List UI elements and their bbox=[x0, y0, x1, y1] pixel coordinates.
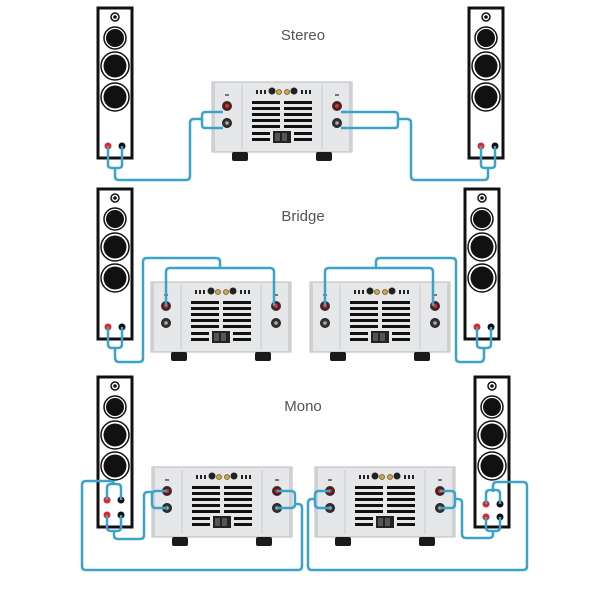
amplifier-icon bbox=[151, 466, 293, 547]
speaker-cable-icon bbox=[106, 256, 493, 364]
section-label-bridge: Bridge bbox=[281, 208, 325, 225]
amplifier-icon bbox=[211, 81, 353, 162]
amplifier-icon bbox=[150, 281, 292, 362]
stereo-section bbox=[96, 6, 505, 182]
speaker-right-icon bbox=[473, 375, 511, 529]
speaker-right-icon bbox=[467, 6, 505, 160]
speaker-left-icon bbox=[96, 187, 134, 341]
section-label-stereo: Stereo bbox=[280, 27, 326, 44]
mono-section bbox=[80, 375, 529, 572]
speaker-cable-icon bbox=[106, 110, 497, 182]
section-label-mono: Mono bbox=[284, 398, 322, 415]
bridge-section bbox=[96, 187, 501, 364]
speaker-cable-icon bbox=[80, 479, 529, 572]
amplifier-icon bbox=[314, 466, 456, 547]
speaker-right-icon bbox=[463, 187, 501, 341]
amplifier-icon bbox=[309, 281, 451, 362]
speaker-left-icon bbox=[96, 375, 134, 529]
speaker-left-icon bbox=[96, 6, 134, 160]
